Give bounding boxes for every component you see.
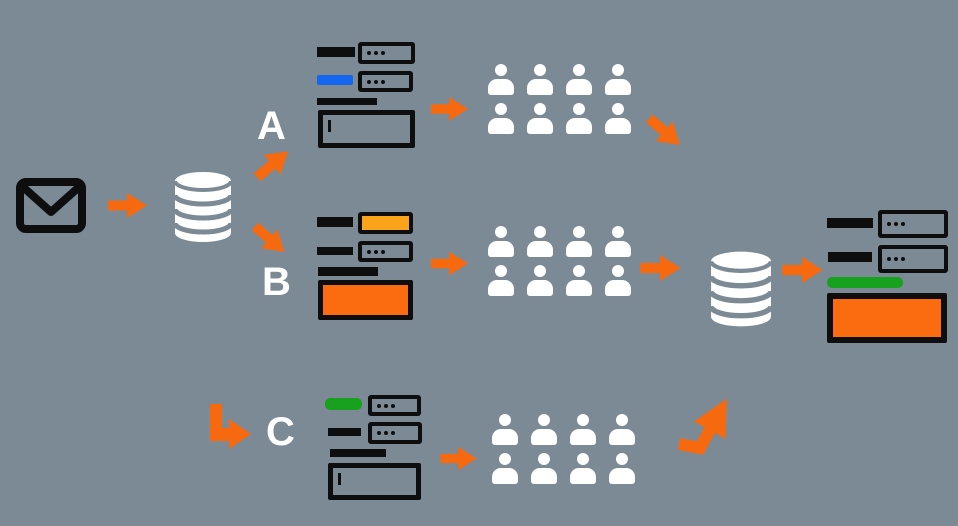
person-icon — [566, 64, 592, 95]
server-box-icon — [358, 42, 415, 64]
person-icon — [492, 414, 518, 445]
server-group-variant-b — [315, 210, 417, 322]
server-group-variant-c — [323, 393, 423, 505]
email-icon — [16, 178, 86, 233]
arrow-right-icon — [440, 446, 477, 471]
arrow-down-right-icon — [251, 222, 285, 252]
label-bar — [827, 218, 873, 228]
branch-b-label: B — [262, 260, 291, 304]
person-icon — [527, 265, 553, 296]
server-box-icon — [358, 241, 413, 262]
label-bar — [828, 252, 872, 262]
person-icon — [605, 226, 631, 257]
person-icon — [488, 64, 514, 95]
person-icon — [605, 64, 631, 95]
variant-a-accent-bar — [317, 75, 353, 85]
label-bar — [328, 428, 361, 436]
message-body-box — [328, 463, 421, 500]
message-body-box — [318, 110, 415, 148]
person-icon — [566, 226, 592, 257]
label-bar — [317, 217, 353, 227]
server-box-icon — [368, 395, 421, 416]
person-icon — [527, 64, 553, 95]
server-group-winner — [825, 206, 949, 346]
variant-c-accent-bar — [325, 398, 362, 410]
person-icon — [488, 103, 514, 134]
bent-arrow-up-right-icon — [677, 398, 727, 455]
person-icon — [609, 414, 635, 445]
arrow-right-icon — [431, 97, 469, 121]
person-icon — [605, 103, 631, 134]
arrow-down-right-icon — [645, 114, 680, 145]
arrow-up-right-icon — [253, 151, 289, 182]
server-box-icon — [358, 71, 413, 92]
corner-arrow-down-right-icon — [210, 404, 251, 449]
arrow-right-icon — [431, 251, 469, 276]
person-icon — [527, 103, 553, 134]
winner-accent-bar — [827, 277, 903, 288]
person-icon — [531, 414, 557, 445]
server-group-variant-a — [315, 40, 417, 150]
person-icon — [488, 265, 514, 296]
arrow-right-icon — [108, 193, 147, 218]
label-bar — [317, 98, 377, 105]
branch-c-label: C — [266, 410, 295, 454]
person-icon — [609, 453, 635, 484]
message-body-box-highlighted — [318, 280, 413, 320]
label-bar — [317, 247, 353, 255]
branch-a-label: A — [257, 104, 286, 148]
server-box-icon — [878, 210, 948, 238]
users-group-a — [488, 64, 631, 134]
person-icon — [566, 265, 592, 296]
results-database-icon — [710, 251, 772, 327]
label-bar — [330, 449, 386, 457]
person-icon — [570, 414, 596, 445]
label-bar — [317, 47, 355, 57]
users-group-c — [492, 414, 635, 484]
variant-b-highlight-box — [358, 212, 413, 234]
database-icon — [174, 172, 232, 242]
person-icon — [527, 226, 553, 257]
person-icon — [566, 103, 592, 134]
arrow-right-icon — [782, 257, 823, 283]
users-group-b — [488, 226, 631, 296]
person-icon — [570, 453, 596, 484]
person-icon — [605, 265, 631, 296]
person-icon — [492, 453, 518, 484]
label-bar — [318, 267, 378, 276]
arrow-right-icon — [640, 255, 681, 281]
person-icon — [531, 453, 557, 484]
server-box-icon — [878, 245, 948, 273]
winner-message-body-box — [827, 293, 947, 343]
person-icon — [488, 226, 514, 257]
server-box-icon — [368, 422, 422, 444]
